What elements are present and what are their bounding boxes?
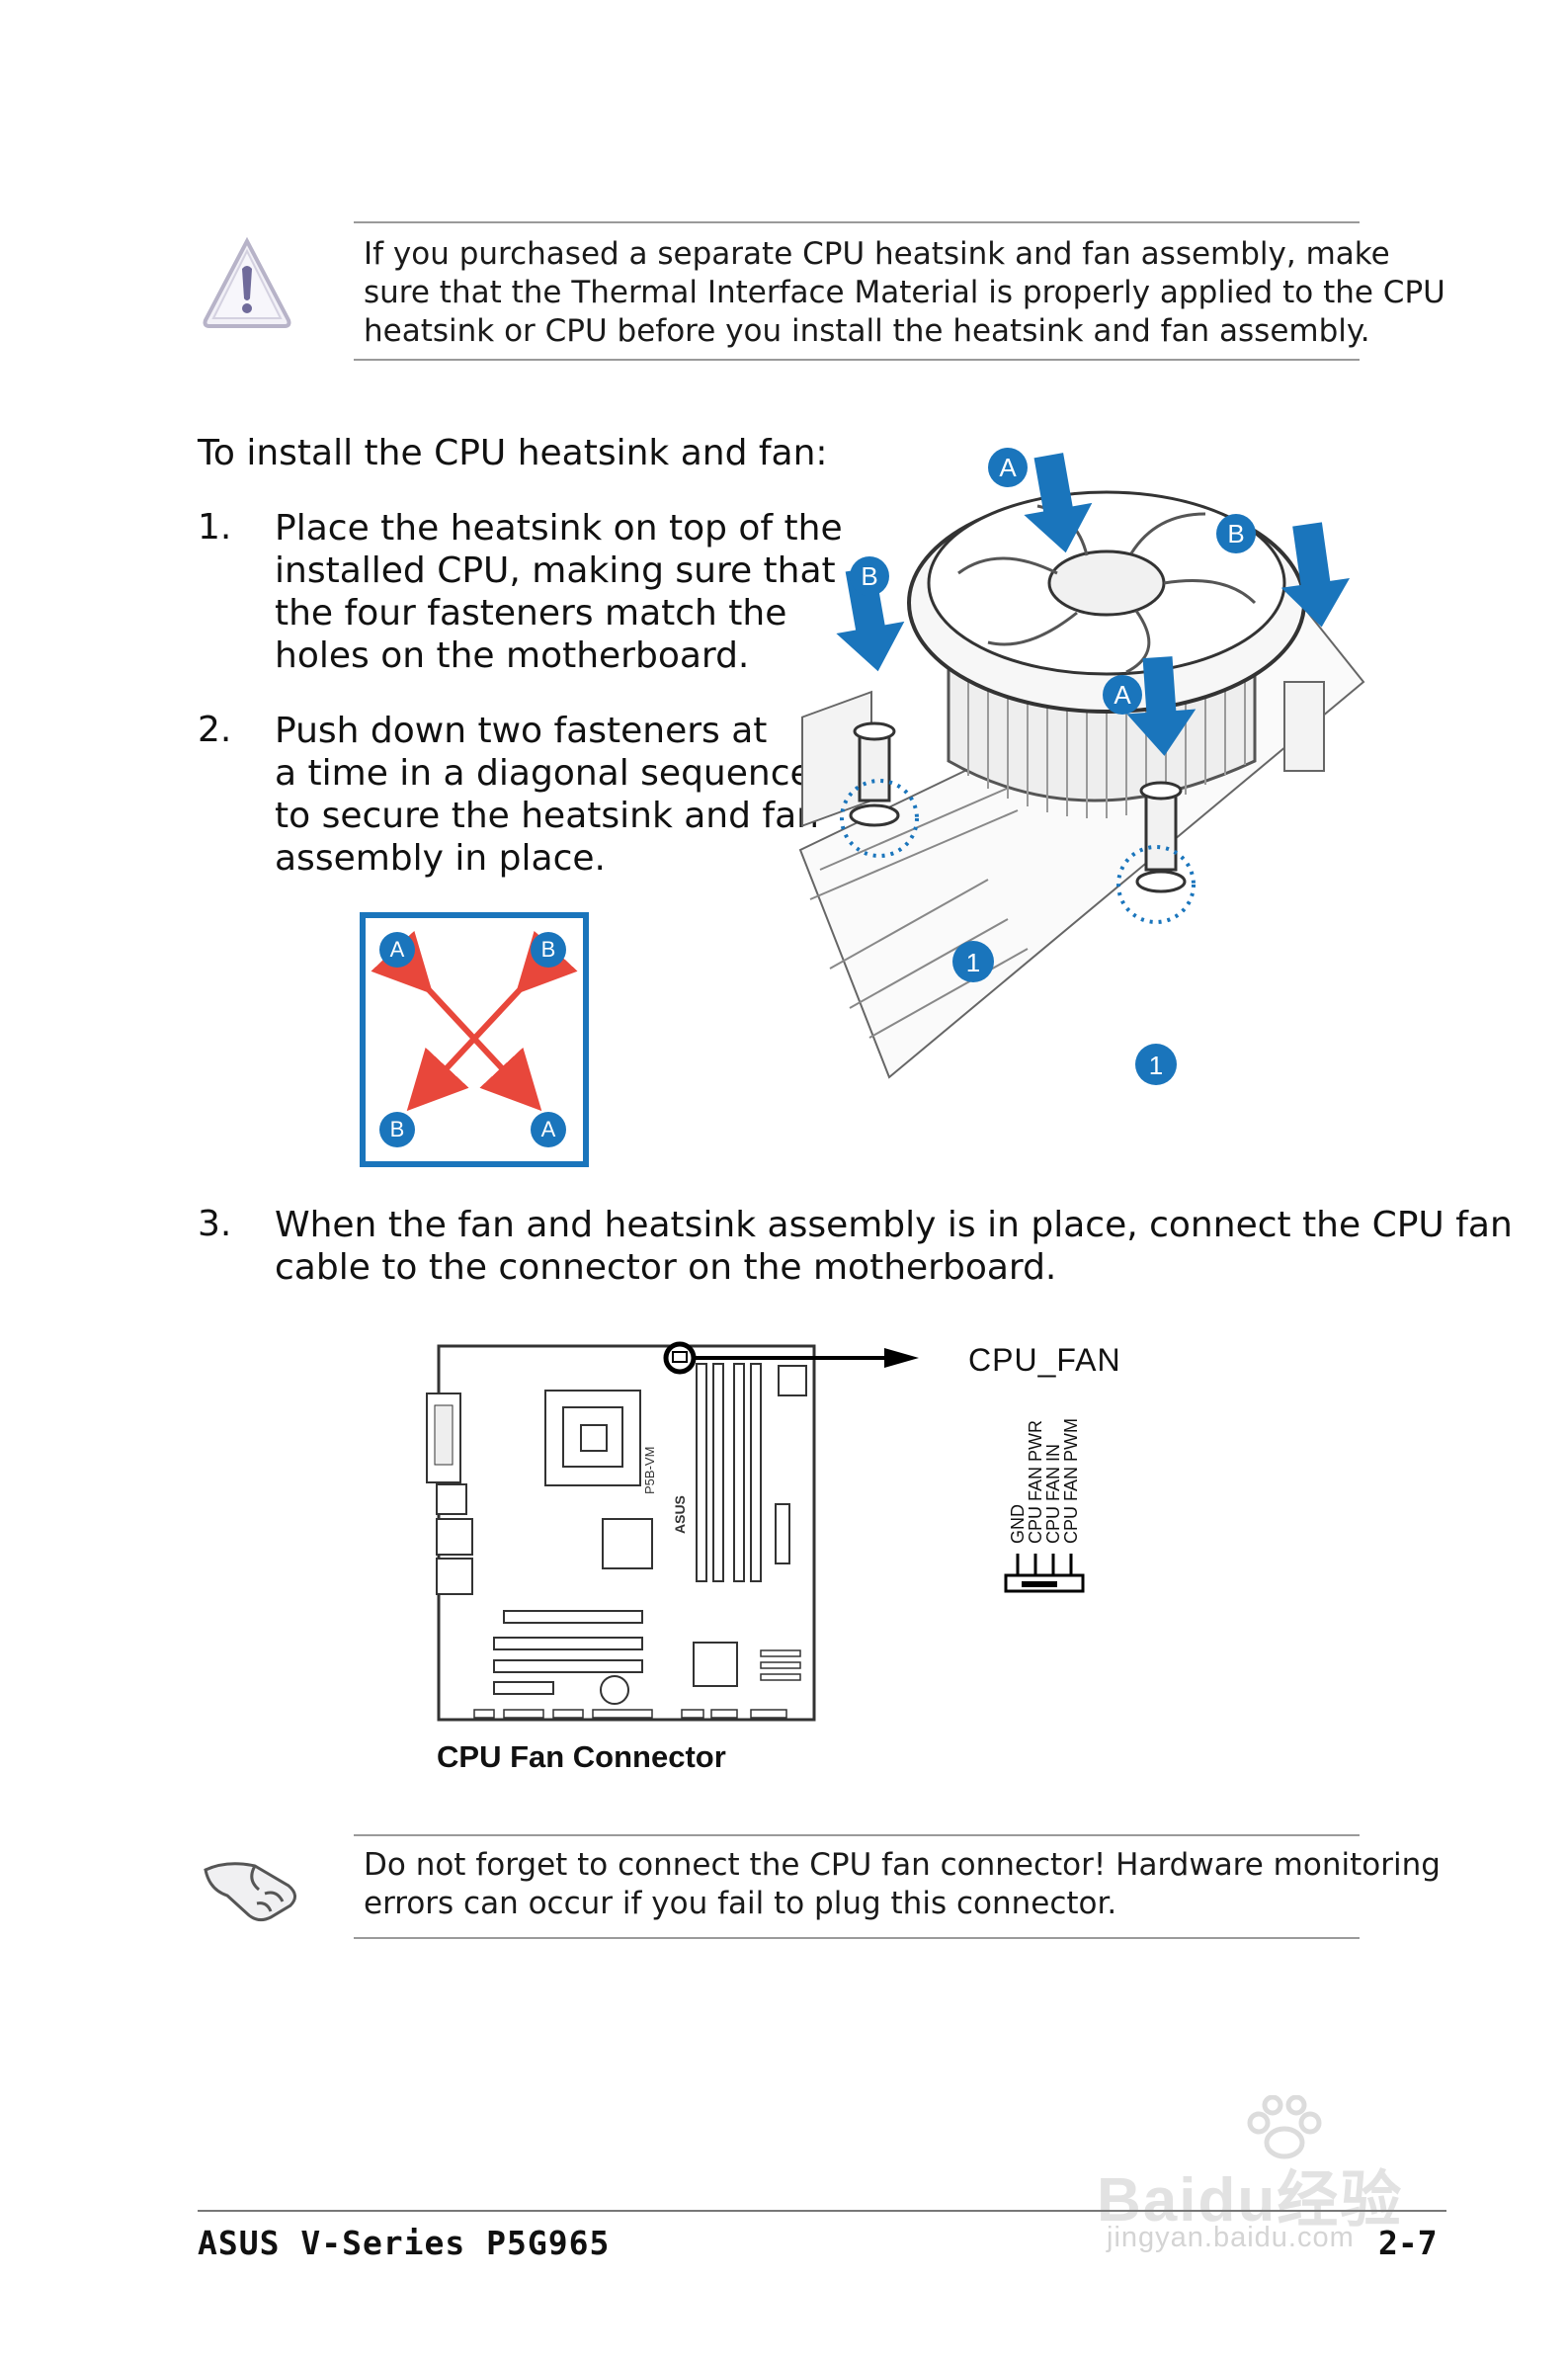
note-text: Do not forget to connect the CPU fan con… <box>364 1846 1441 1923</box>
step-2-number: 2. <box>198 710 232 750</box>
svg-text:A: A <box>1114 680 1131 710</box>
step-1-text: Place the heatsink on top of the install… <box>275 507 843 677</box>
pin-label-cpu-fan-pwm: CPU FAN PWM <box>1061 1417 1081 1544</box>
hand-note-icon <box>198 1846 306 1931</box>
caution-bottom-rule <box>354 359 1360 361</box>
note-line: Do not forget to connect the CPU fan con… <box>364 1847 1441 1883</box>
sequence-badge-bl: B <box>379 1112 415 1147</box>
caution-line: sure that the Thermal Interface Material… <box>364 275 1445 310</box>
step-line: a time in a diagonal sequence <box>275 753 812 794</box>
arrow-label-a-top: A <box>988 448 1028 487</box>
step-line: When the fan and heatsink assembly is in… <box>275 1205 1513 1245</box>
figure-caption: CPU Fan Connector <box>437 1739 726 1774</box>
svg-text:1: 1 <box>966 948 980 977</box>
arrow-label-b-right: B <box>1216 514 1256 553</box>
caution-line: heatsink or CPU before you install the h… <box>364 313 1370 349</box>
step-3-text: When the fan and heatsink assembly is in… <box>275 1204 1513 1289</box>
svg-text:B: B <box>390 1117 405 1141</box>
motherboard-layout: P5B-VM ASUS <box>425 1336 939 1731</box>
step-line: Push down two fasteners at <box>275 711 768 751</box>
svg-text:B: B <box>541 937 556 962</box>
step-line: cable to the connector on the motherboar… <box>275 1247 1057 1288</box>
cpu-fan-label: CPU_FAN <box>968 1342 1121 1378</box>
intro-text: To install the CPU heatsink and fan: <box>198 433 828 473</box>
fastener-label-right: 1 <box>1135 1044 1177 1085</box>
step-line: holes on the motherboard. <box>275 635 750 676</box>
board-logo-text: ASUS <box>672 1495 688 1534</box>
step-line: installed CPU, making sure that <box>275 550 836 591</box>
watermark-url: jingyan.baidu.com <box>1107 2222 1355 2253</box>
step-3-number: 3. <box>198 1204 232 1244</box>
step-line: assembly in place. <box>275 838 606 879</box>
step-2-text: Push down two fasteners at a time in a d… <box>275 710 819 880</box>
sequence-badge-br: A <box>531 1112 566 1147</box>
board-model-text: P5B-VM <box>642 1447 657 1494</box>
svg-text:A: A <box>999 453 1017 482</box>
sequence-badge-tl: A <box>379 932 415 968</box>
watermark: Baidu经验 jingyan.baidu.com <box>1097 2095 1472 2263</box>
arrow-label-b-left: B <box>850 556 889 596</box>
caution-line: If you purchased a separate CPU heatsink… <box>364 236 1390 272</box>
svg-text:A: A <box>541 1117 556 1141</box>
svg-text:B: B <box>861 561 877 591</box>
fastener-label-left: 1 <box>952 941 994 982</box>
footer-product-name: ASUS V-Series P5G965 <box>198 2224 611 2262</box>
step-line: Place the heatsink on top of the <box>275 508 843 549</box>
step-line: to secure the heatsink and fan <box>275 796 819 836</box>
footer-page-number: 2-7 <box>1378 2224 1438 2262</box>
watermark-text: Baidu经验 <box>1097 2166 1404 2235</box>
sequence-badge-tr: B <box>531 932 566 968</box>
caution-text: If you purchased a separate CPU heatsink… <box>364 235 1445 351</box>
step-line: the four fasteners match the <box>275 593 787 633</box>
svg-text:B: B <box>1227 519 1244 549</box>
warning-icon <box>200 233 294 332</box>
arrow-label-a-center: A <box>1103 675 1142 715</box>
svg-text:1: 1 <box>1149 1051 1163 1080</box>
heatsink-illustration: A B B A 1 1 <box>790 435 1373 1107</box>
pin-header-diagram: GND CPU FAN PWR CPU FAN IN CPU FAN PWM <box>998 1403 1087 1601</box>
caution-top-rule <box>354 221 1360 223</box>
note-line: errors can occur if you fail to plug thi… <box>364 1886 1117 1921</box>
svg-text:A: A <box>390 937 405 962</box>
diagonal-sequence-diagram: A B B A <box>360 912 589 1167</box>
note-bottom-rule <box>354 1937 1360 1939</box>
step-1-number: 1. <box>198 507 232 548</box>
note-top-rule <box>354 1834 1360 1836</box>
footer-rule <box>198 2210 1446 2212</box>
